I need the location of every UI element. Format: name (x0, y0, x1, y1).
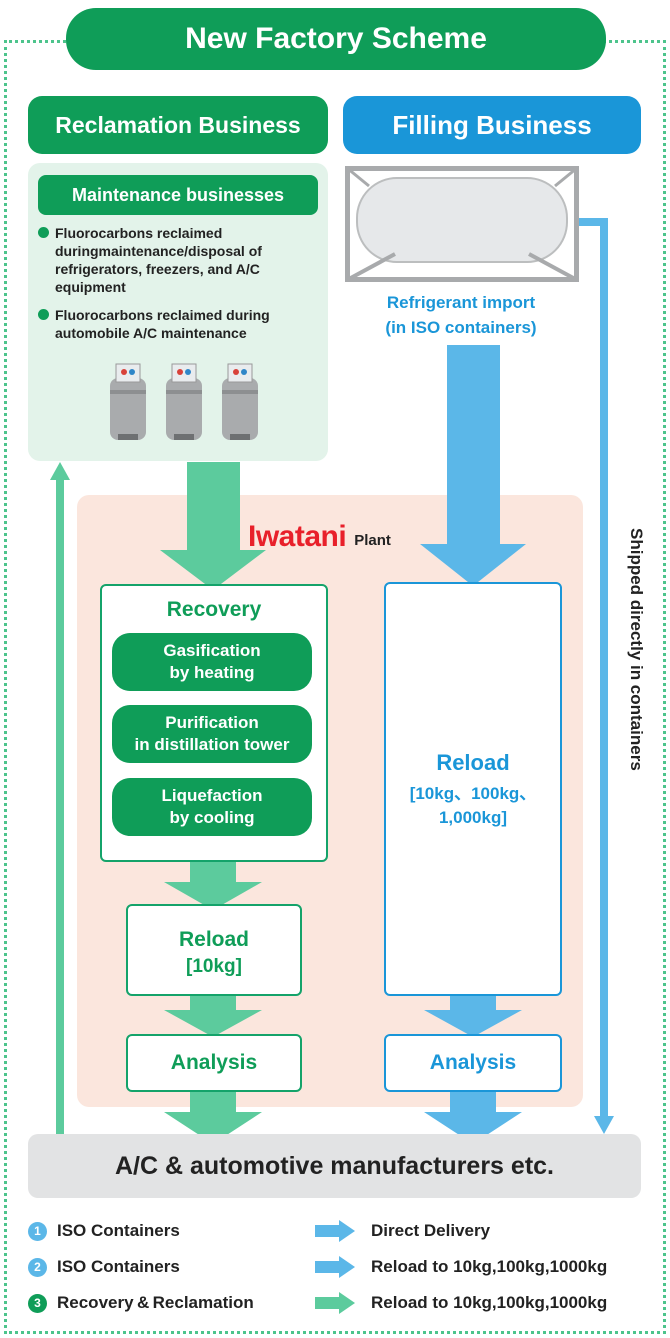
cylinder-icon (222, 363, 258, 440)
bullet-text: Fluorocarbons reclaimed duringmaintenanc… (55, 225, 262, 295)
refrigerant-import-line2: (in ISO containers) (385, 318, 537, 337)
shipped-directly-label: Shipped directly in containers (627, 528, 646, 771)
step-gasification: Gasification by heating (112, 633, 312, 691)
bullet-dot-icon (38, 227, 49, 238)
legend-label: ISO Containers (57, 1257, 180, 1276)
plant-label: Iwatani Plant (248, 518, 391, 552)
reload-right-detail-2: 1,000kg] (438, 808, 508, 827)
reload-left-detail: [10kg] (186, 956, 242, 977)
refrigerant-import-label: Refrigerant import (in ISO containers) (343, 290, 579, 340)
iso-container-icon (345, 166, 579, 282)
recovery-title: Recovery (166, 598, 262, 621)
green-flow-arrows (160, 462, 266, 1144)
reload-left-box: Reload [10kg] (126, 904, 302, 996)
reload-right-box: Reload [10kg、100kg、 1,000kg] (384, 582, 562, 996)
refrigerant-import-line1: Refrigerant import (386, 293, 536, 312)
legend-row: 3 Recovery & Reclamation Reload to 10kg,… (28, 1290, 648, 1316)
step-line: by heating (169, 663, 255, 682)
maintenance-title: Maintenance businesses (38, 175, 318, 215)
legend-number-badge: 2 (28, 1257, 47, 1277)
page-title: New Factory Scheme (66, 8, 606, 70)
shipped-direct-line (578, 218, 614, 1134)
bullet-item: Fluorocarbons reclaimed during automobil… (38, 306, 318, 342)
legend-description: Reload to 10kg,100kg,1000kg (371, 1293, 608, 1312)
cylinder-icon (166, 363, 202, 440)
step-purification: Purification in distillation tower (112, 705, 312, 763)
legend-label: ISO Containers (57, 1221, 180, 1240)
iwatani-logo: Iwatani (248, 520, 347, 553)
step-line: Purification (165, 713, 259, 732)
bullet-dot-icon (38, 309, 49, 320)
gas-cylinders-icon (110, 363, 258, 440)
plant-text: Plant (354, 532, 391, 549)
legend-number-badge: 1 (28, 1221, 47, 1241)
analysis-right-box: Analysis (384, 1034, 562, 1092)
cylinder-icon (110, 363, 146, 440)
blue-flow-arrows (420, 345, 526, 1144)
return-arrow-left (50, 462, 70, 1134)
legend-row: 2 ISO Containers Reload to 10kg,100kg,10… (28, 1254, 648, 1280)
maintenance-bullets: Fluorocarbons reclaimed duringmaintenanc… (38, 224, 318, 342)
manufacturers-bar: A/C & automotive manufacturers etc. (28, 1134, 641, 1198)
filling-business-header: Filling Business (343, 96, 641, 154)
legend-number-badge: 3 (28, 1293, 47, 1313)
arrow-right-icon (315, 1292, 355, 1314)
legend-description: Direct Delivery (371, 1221, 491, 1240)
reload-right-title: Reload (436, 750, 510, 775)
reload-left-title: Reload (178, 928, 249, 951)
step-line: in distillation tower (134, 735, 290, 754)
step-liquefaction: Liquefaction by cooling (112, 778, 312, 836)
analysis-left-box: Analysis (126, 1034, 302, 1092)
legend-label: Recovery & Reclamation (57, 1293, 254, 1312)
bullet-item: Fluorocarbons reclaimed duringmaintenanc… (38, 224, 318, 296)
arrow-right-icon (315, 1256, 355, 1278)
legend-row: 1 ISO Containers Direct Delivery (28, 1218, 648, 1244)
reload-right-detail-1: [10kg、100kg、 (409, 784, 537, 803)
reclamation-business-header: Reclamation Business (28, 96, 328, 154)
bullet-text: Fluorocarbons reclaimed during automobil… (55, 307, 270, 341)
step-line: Liquefaction (161, 786, 263, 805)
legend-description: Reload to 10kg,100kg,1000kg (371, 1257, 608, 1276)
step-line: Gasification (163, 641, 261, 660)
step-line: by cooling (169, 808, 255, 827)
arrow-right-icon (315, 1220, 355, 1242)
